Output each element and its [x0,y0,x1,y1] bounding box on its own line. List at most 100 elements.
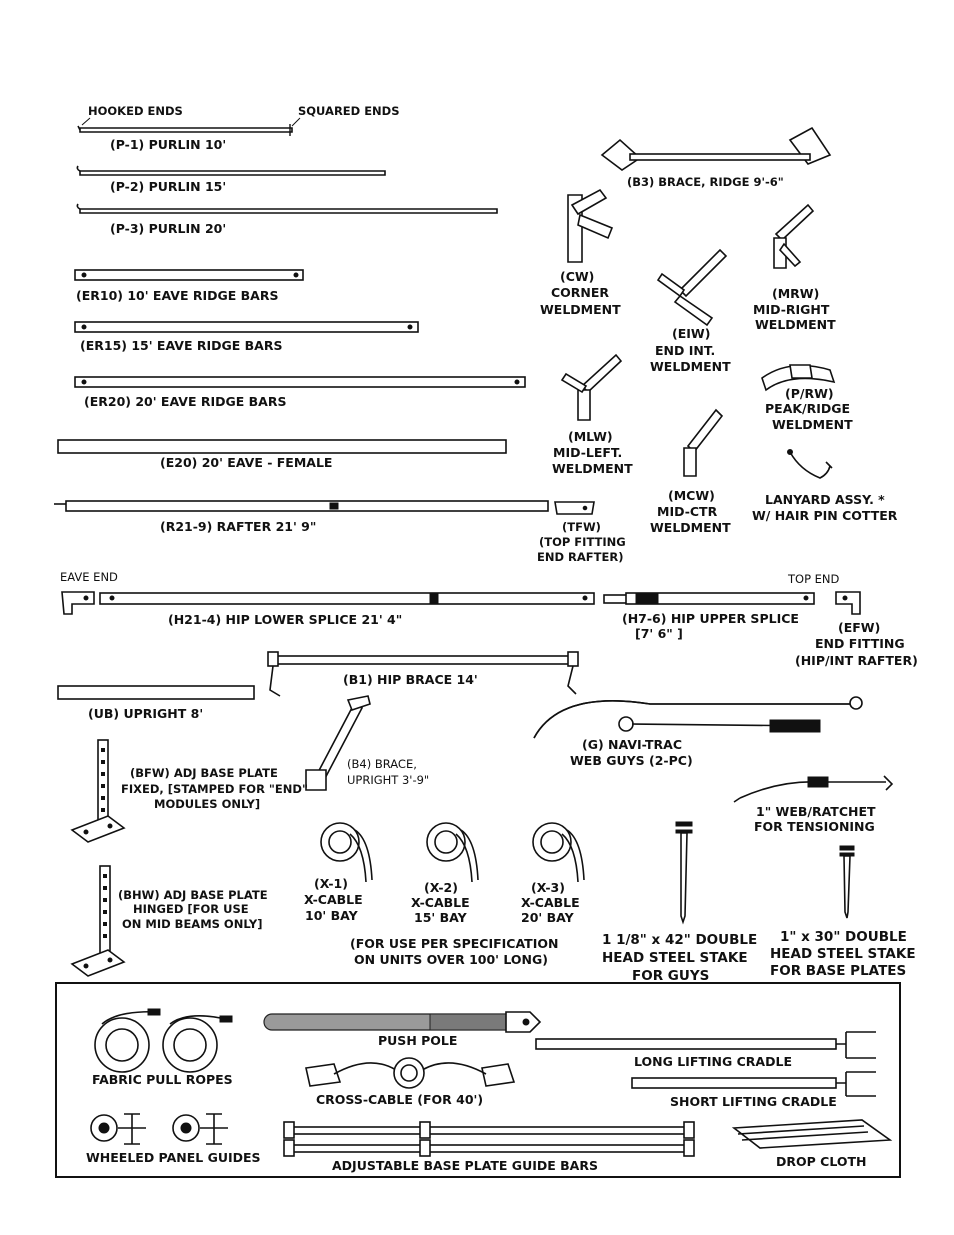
prw-label-3: WELDMENT [772,417,853,432]
bfw-label-1: (BFW) ADJ BASE PLATE [130,766,278,780]
h7-label-1: (H7-6) HIP UPPER SPLICE [622,611,799,626]
eave-ridge-bar-er20 [74,376,526,388]
lanyard-assembly [787,449,833,479]
x-note-2: ON UNITS OVER 100' LONG) [354,952,548,967]
stake-base-label-3: FOR BASE PLATES [770,963,906,979]
x3-label-1: (X-3) [531,880,565,895]
cw-label-1: (CW) [560,269,594,284]
tools-box [55,982,901,1178]
corner-weldment-cw [567,188,614,263]
er10-label: (ER10) 10' EAVE RIDGE BARS [76,288,278,303]
eave-e20 [57,439,507,454]
er15-label: (ER15) 15' EAVE RIDGE BARS [80,338,282,353]
x1-label-3: 10' BAY [305,908,359,923]
g-label-1: (G) NAVI-TRAC [582,737,682,752]
base-plate-guide-bars [283,1121,695,1157]
x3-label-3: 20' BAY [521,910,575,925]
web-ratchet [733,775,894,803]
cw-label-3: WELDMENT [540,302,621,317]
stake-guys-label-1: 1 1/8" x 42" DOUBLE [602,932,757,948]
cross-cable-label: CROSS-CABLE (FOR 40') [316,1092,483,1107]
short-cradle-label: SHORT LIFTING CRADLE [670,1094,837,1109]
squared-ends-label: SQUARED ENDS [298,104,400,118]
x-cable-x1 [320,822,373,883]
lanyard-label-1: LANYARD ASSY. * [765,492,885,507]
web-ratchet-label-2: FOR TENSIONING [754,819,875,834]
eiw-label-3: WELDMENT [650,359,731,374]
stake-base-label-2: HEAD STEEL STAKE [770,946,916,962]
h21-label: (H21-4) HIP LOWER SPLICE 21' 4" [168,612,402,627]
x2-label-3: 15' BAY [414,910,468,925]
purlin-p2 [76,165,386,176]
x1-label-2: X-CABLE [304,892,363,907]
mid-right-weldment-mrw [773,203,815,269]
brace-ridge-b3 [600,126,832,171]
b3-label: (B3) BRACE, RIDGE 9'-6" [627,175,784,189]
web-ratchet-label-1: 1" WEB/RATCHET [756,804,876,819]
stake-base-plates [839,845,855,919]
mcw-label-3: WELDMENT [650,520,731,535]
stake-guys-label-2: HEAD STEEL STAKE [602,950,748,966]
hooked-ends-label: HOOKED ENDS [88,104,183,118]
brace-upright-b4 [305,695,371,791]
eave-end-label: EAVE END [60,570,118,584]
b4-label-2: UPRIGHT 3'-9" [347,773,429,787]
top-fitting-tfw [554,501,595,515]
ub-label: (UB) UPRIGHT 8' [88,706,203,721]
efw-label-3: (HIP/INT RAFTER) [795,653,918,668]
tfw-label-3: END RAFTER) [537,550,623,564]
peak-ridge-weldment-prw [761,364,836,392]
lanyard-label-2: W/ HAIR PIN COTTER [752,508,898,523]
guide-bars-label: ADJUSTABLE BASE PLATE GUIDE BARS [332,1158,598,1173]
bfw-label-2: FIXED, [STAMPED FOR "END" [121,782,308,796]
mrw-label-2: MID-RIGHT [753,302,830,317]
x-note-1: (FOR USE PER SPECIFICATION [350,936,558,951]
long-cradle-label: LONG LIFTING CRADLE [634,1054,792,1069]
er20-label: (ER20) 20' EAVE RIDGE BARS [84,394,286,409]
drop-cloth [731,1119,893,1149]
purlin-p2-label: (P-2) PURLIN 15' [110,179,226,194]
wheeled-panel-guides [90,1113,228,1145]
push-pole [263,1011,542,1033]
prw-label-2: PEAK/RIDGE [765,401,850,416]
stake-base-label-1: 1" x 30" DOUBLE [780,929,907,945]
x-cable-x2 [426,822,479,883]
hip-upper-splice-h7 [603,592,815,605]
drop-cloth-label: DROP CLOTH [776,1154,866,1169]
mrw-label-1: (MRW) [772,286,819,301]
e20-label: (E20) 20' EAVE - FEMALE [160,455,332,470]
upright-ub [57,685,255,700]
adj-base-plate-hinged-bhw [70,865,126,977]
purlin-p3-label: (P-3) PURLIN 20' [110,221,226,236]
r21-label: (R21-9) RAFTER 21' 9" [160,519,316,534]
x2-label-2: X-CABLE [411,895,470,910]
long-lifting-cradle [535,1031,876,1059]
bhw-label-3: ON MID BEAMS ONLY] [122,917,262,931]
mcw-label-2: MID-CTR [657,504,718,519]
mlw-label-1: (MLW) [568,429,613,444]
eiw-label-1: (EIW) [672,326,710,341]
hip-brace-b1 [267,651,579,697]
x1-label-1: (X-1) [314,876,348,891]
bhw-label-2: HINGED [FOR USE [133,902,249,916]
push-pole-label: PUSH POLE [378,1033,457,1048]
fabric-ropes-label: FABRIC PULL ROPES [92,1072,233,1087]
tfw-label-2: (TOP FITTING [539,535,626,549]
x3-label-2: X-CABLE [521,895,580,910]
mcw-label-1: (MCW) [668,488,715,503]
top-end-label: TOP END [787,572,840,586]
g-label-2: WEB GUYS (2-PC) [570,753,693,768]
stake-guys-label-3: FOR GUYS [632,968,709,984]
cross-cable [305,1057,516,1089]
x2-label-1: (X-2) [424,880,458,895]
eave-ridge-bar-er10 [74,269,304,281]
mlw-label-3: WELDMENT [552,461,633,476]
purlin-p1 [77,124,293,136]
panel-guides-label: WHEELED PANEL GUIDES [86,1150,261,1165]
mrw-label-3: WELDMENT [755,317,836,332]
efw-label-2: END FITTING [815,636,905,651]
prw-label-1: (P/RW) [785,386,834,401]
efw-label-1: (EFW) [838,620,880,635]
h7-label-2: [7' 6" ] [635,626,683,641]
